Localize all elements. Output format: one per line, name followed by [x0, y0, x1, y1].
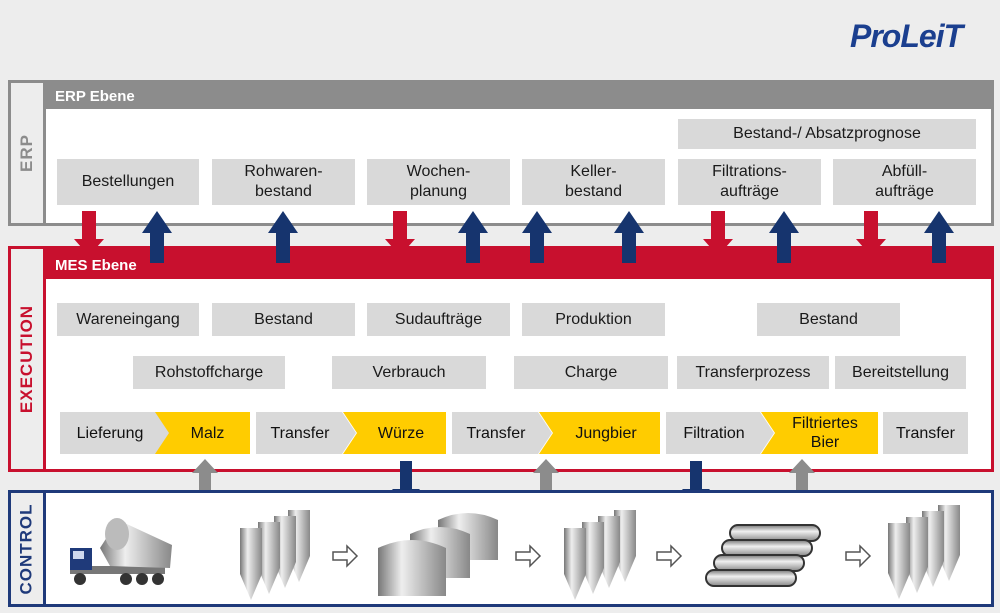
up-arrow-grey-1 [192, 459, 218, 503]
flow-label-filtration: Filtration [683, 424, 745, 442]
chevron-filtration [666, 412, 774, 454]
mes-box-wareneingang: Wareneingang [57, 303, 199, 336]
erp-box-kellerbestand: Keller-bestand [522, 159, 665, 205]
mes-box-transferprozess: Transferprozess [677, 356, 829, 389]
mes-side-label: EXECUTION [11, 249, 46, 469]
chevron-lieferung [60, 412, 172, 454]
control-side-label-bg [11, 493, 43, 604]
chevron-transfer-2 [452, 412, 552, 454]
mes-box-bestand-2: Bestand [757, 303, 900, 336]
erp-header: ERP Ebene [43, 83, 991, 109]
chevron-malz [155, 412, 250, 454]
erp-box-abfuellauftraege: Abfüll-aufträge [833, 159, 976, 205]
tanks-icon [378, 513, 498, 596]
down-arrow-red-1 [74, 211, 104, 256]
flow-chevrons [60, 412, 968, 454]
flow-label-wuerze: Würze [377, 424, 425, 442]
up-arrow-blue-5 [614, 211, 644, 263]
flow-label-jungbier: Jungbier [575, 424, 637, 442]
up-arrow-blue-6 [769, 211, 799, 263]
up-arrow-blue-2 [268, 211, 298, 263]
mes-header: MES Ebene [43, 249, 991, 279]
process-arrow-3 [656, 544, 683, 568]
chevron-transfer-3 [883, 412, 968, 454]
up-arrow-grey-2 [533, 459, 559, 503]
mes-box-bestand: Bestand [212, 303, 355, 336]
down-arrow-red-3 [703, 211, 733, 256]
chevron-wuerze [343, 412, 446, 454]
up-arrow-blue-4 [522, 211, 552, 263]
erp-box-bestellungen: Bestellungen [57, 159, 199, 205]
logo-text-end: T [943, 18, 964, 54]
flow-label-malz: Malz [190, 424, 225, 442]
up-arrow-blue-1 [142, 211, 172, 263]
flow-label-transfer-1: Transfer [270, 424, 330, 442]
mes-box-sudauftraege: Sudaufträge [367, 303, 510, 336]
process-arrow-1 [332, 544, 359, 568]
chevron-filtriertes-bier [761, 412, 878, 454]
up-arrow-blue-7 [924, 211, 954, 263]
mes-box-charge: Charge [514, 356, 668, 389]
process-arrow-2 [515, 544, 542, 568]
logo-text: ProLei [850, 18, 945, 54]
proleit-logo: ProLeiT [850, 18, 964, 55]
mes-box-rohstoffcharge: Rohstoffcharge [133, 356, 285, 389]
control-section [8, 490, 994, 607]
flow-label-transfer-3: Transfer [896, 424, 955, 442]
erp-box-rohwarenbestand: Rohwaren-bestand [212, 159, 355, 205]
forecast-box: Bestand-/ Absatzprognose [678, 119, 976, 149]
flow-label-lieferung: Lieferung [76, 424, 144, 442]
silo-group-2-icon [564, 510, 636, 600]
silo-group-1-icon [240, 510, 310, 600]
mes-box-verbrauch: Verbrauch [332, 356, 486, 389]
process-arrow-4 [845, 544, 872, 568]
down-arrow-red-4 [856, 211, 886, 256]
erp-box-wochenplanung: Wochen-planung [367, 159, 510, 205]
mes-box-produktion: Produktion [522, 303, 665, 336]
chevron-transfer-1 [256, 412, 356, 454]
erp-box-filtrationsauftraege: Filtrations-aufträge [678, 159, 821, 205]
erp-mes-arrows [74, 211, 954, 263]
erp-side-label: ERP [11, 83, 46, 223]
mes-box-bereitstellung: Bereitstellung [835, 356, 966, 389]
down-arrow-red-2 [385, 211, 415, 256]
flow-label-transfer-2: Transfer [466, 424, 526, 442]
silo-group-3-icon [888, 505, 960, 599]
process-arrows [332, 544, 872, 568]
chevron-jungbier [539, 412, 660, 454]
control-side-label: CONTROL [17, 502, 37, 595]
up-arrow-blue-3 [458, 211, 488, 263]
filter-tubes-icon [705, 524, 821, 587]
truck-icon [70, 518, 172, 585]
up-arrow-grey-3 [789, 459, 815, 503]
